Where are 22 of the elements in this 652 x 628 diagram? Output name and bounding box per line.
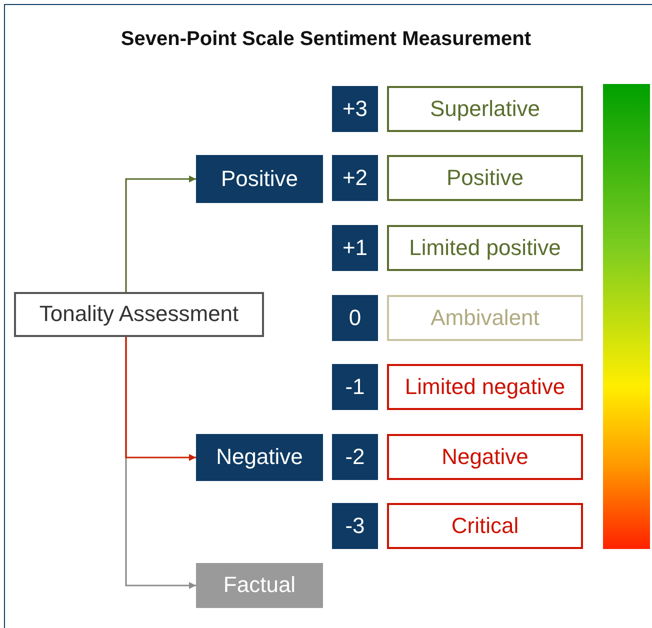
scale-label-box: Negative [387, 434, 583, 480]
root-box: Tonality Assessment [14, 292, 264, 337]
gradient-bar [603, 84, 650, 549]
category-box: Factual [196, 563, 323, 608]
score-box: +1 [332, 225, 378, 271]
score-box: -2 [332, 434, 378, 480]
scale-label-box: Ambivalent [387, 295, 583, 341]
scale-label-box: Limited positive [387, 225, 583, 271]
category-box: Negative [196, 434, 323, 481]
score-box: +2 [332, 155, 378, 201]
scale-label-box: Limited negative [387, 364, 583, 410]
score-box: -3 [332, 503, 378, 549]
scale-label-box: Positive [387, 155, 583, 201]
title: Seven-Point Scale Sentiment Measurement [120, 28, 532, 51]
connector-arrow [125, 337, 196, 461]
score-box: 0 [332, 295, 378, 341]
scale-label-box: Superlative [387, 86, 583, 132]
score-box: -1 [332, 364, 378, 410]
score-box: +3 [332, 86, 378, 132]
category-box: Positive [196, 155, 323, 203]
connector-arrow [125, 176, 196, 292]
scale-label-box: Critical [387, 503, 583, 549]
